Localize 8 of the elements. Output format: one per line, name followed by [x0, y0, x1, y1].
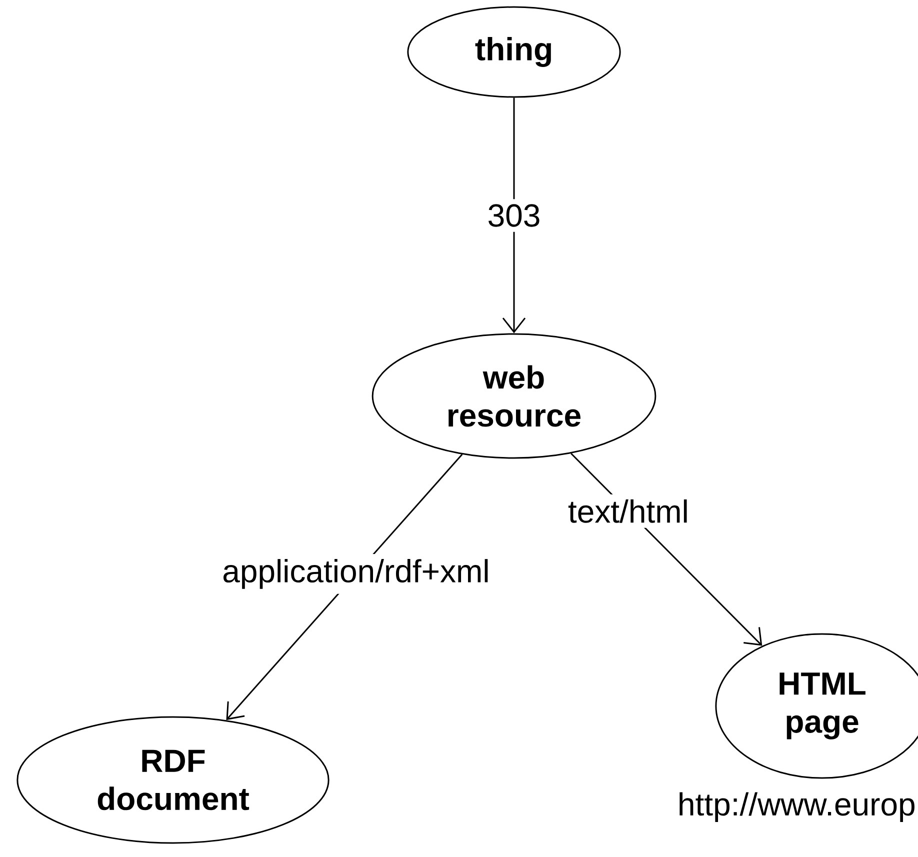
ellipse-node: RDF document	[16, 716, 330, 844]
edge-label: 303	[482, 199, 546, 232]
ellipse-node: web resource	[372, 333, 656, 459]
edge-label: application/rdf+xml	[217, 554, 495, 594]
arrow	[502, 98, 526, 334]
url-text: http://www.europ	[680, 792, 914, 822]
ellipse-node: thing	[407, 6, 621, 98]
edge-label: text/html	[562, 494, 694, 528]
